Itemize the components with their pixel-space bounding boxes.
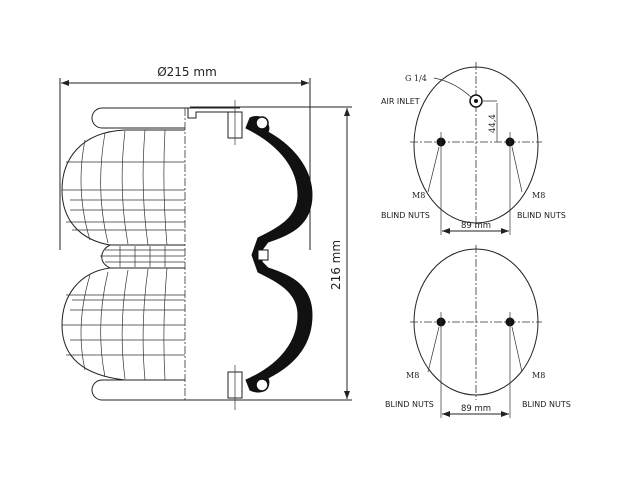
top-view-lower: M8 M8 BLIND NUTS BLIND NUTS 89 mm (385, 245, 571, 418)
plate-edge (185, 107, 240, 401)
top-view-upper: 44,4 G 1/4 AIR INLET M8 M8 BLIND NUTS BL… (381, 62, 566, 235)
left-nut-label: BLIND NUTS (381, 211, 430, 220)
right-bolt-label: M8 (532, 191, 545, 200)
left-nut-label: BLIND NUTS (385, 400, 434, 409)
air-inlet-label: AIR INLET (381, 97, 420, 106)
right-nut-label: BLIND NUTS (517, 211, 566, 220)
left-bolt-label: M8 (412, 191, 425, 200)
bellows-section (227, 100, 313, 410)
right-bolt-label: M8 (532, 371, 545, 380)
right-nut-label: BLIND NUTS (522, 400, 571, 409)
diameter-label: Ø215 mm (157, 65, 217, 79)
top-plate (91, 107, 185, 129)
spacing-label: 89 mm (461, 221, 491, 231)
thread-label: G 1/4 (405, 74, 427, 83)
bottom-plate (91, 379, 185, 401)
left-bolt-label: M8 (406, 371, 419, 380)
offset-label: 44,4 (488, 114, 498, 133)
height-label: 216 mm (329, 240, 343, 290)
bellows-exterior (61, 129, 185, 381)
spacing-label: 89 mm (461, 404, 491, 414)
side-view: Ø215 mm 216 mm (59, 65, 352, 410)
